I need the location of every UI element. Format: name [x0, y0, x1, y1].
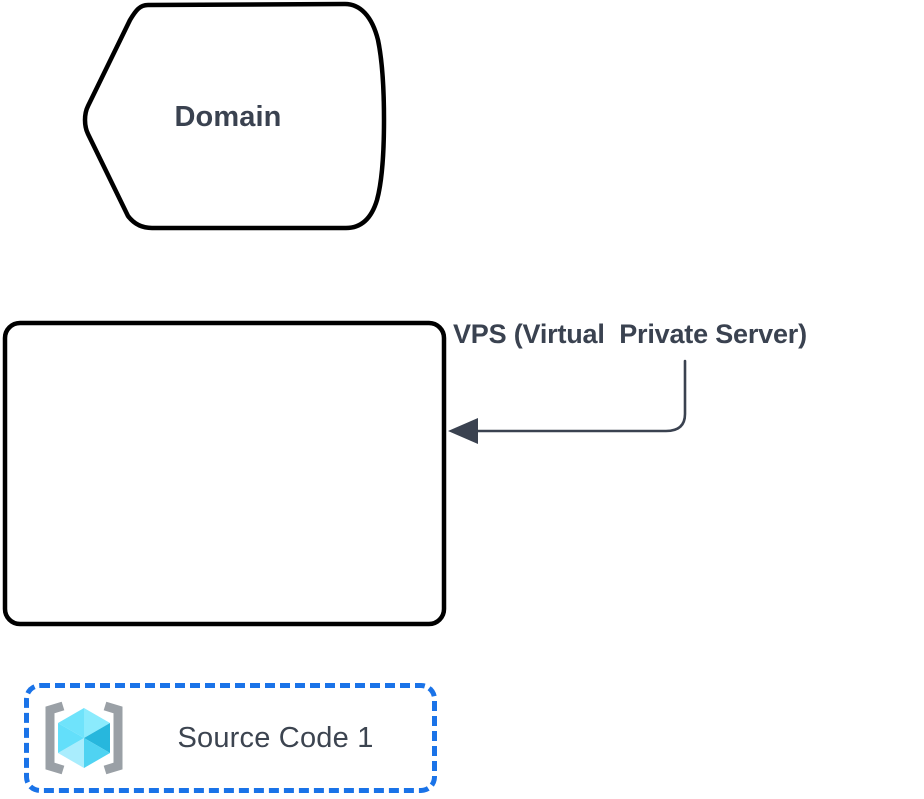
- cube-facet-top-right: [84, 708, 110, 738]
- vps-callout-line: [468, 359, 687, 433]
- code-cube-icon: [45, 701, 123, 775]
- bracket-left-icon: [45, 701, 65, 775]
- domain-node-label: Domain: [174, 101, 282, 133]
- bracket-right-icon: [103, 701, 123, 775]
- domain-node[interactable]: [82, 1, 387, 231]
- cube-facet-bottom-right: [84, 738, 110, 768]
- vps-callout-connector: [448, 359, 687, 444]
- cube-facet-top-left: [58, 708, 84, 738]
- cube-facet-left: [58, 723, 84, 753]
- cube-facet-bottom-left: [58, 738, 84, 768]
- cube-facet-right: [84, 723, 110, 753]
- vps-callout-label: VPS (Virtual Private Server): [453, 319, 807, 349]
- vps-node[interactable]: [2, 320, 447, 627]
- cube-icon: [58, 708, 110, 768]
- domain-node-outline: [82, 1, 387, 231]
- vps-node-outline: [2, 320, 447, 627]
- vps-callout-arrowhead: [448, 418, 478, 444]
- source-code-node[interactable]: Source Code 1: [24, 683, 437, 793]
- source-code-node-label: Source Code 1: [177, 721, 374, 754]
